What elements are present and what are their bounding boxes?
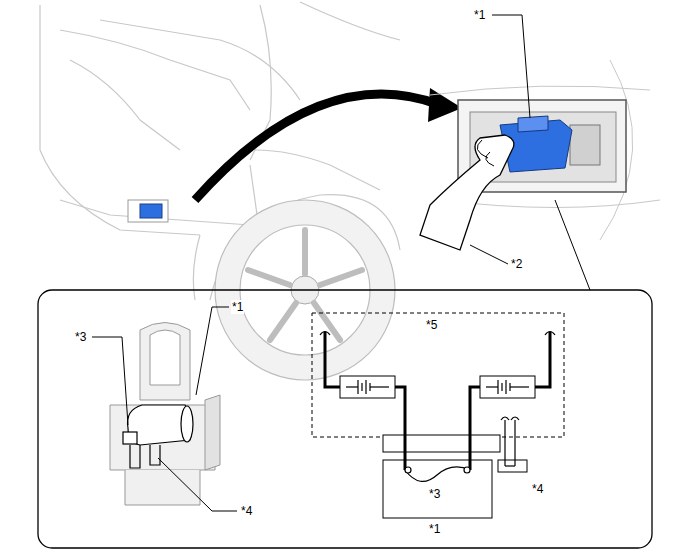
detail-panel (38, 290, 652, 548)
pointer-arrow (195, 94, 440, 200)
callout-number: *3 (428, 487, 441, 501)
callout-number: *4 (531, 482, 544, 496)
callout-number: *5 (425, 318, 438, 332)
service-plug-location (128, 200, 168, 222)
hand (420, 135, 514, 250)
leader-line (92, 15, 530, 511)
service-plug-grip (110, 323, 220, 506)
callout-number: *1 (231, 300, 244, 314)
callout-number: *2 (510, 257, 523, 271)
schematic (312, 313, 564, 518)
close-up (420, 60, 660, 290)
battery-symbol (340, 376, 535, 398)
callout-number: *1 (428, 522, 441, 536)
callout-number: *4 (240, 504, 253, 518)
callout-number: *1 (473, 8, 486, 22)
callout-number: *3 (74, 330, 87, 344)
